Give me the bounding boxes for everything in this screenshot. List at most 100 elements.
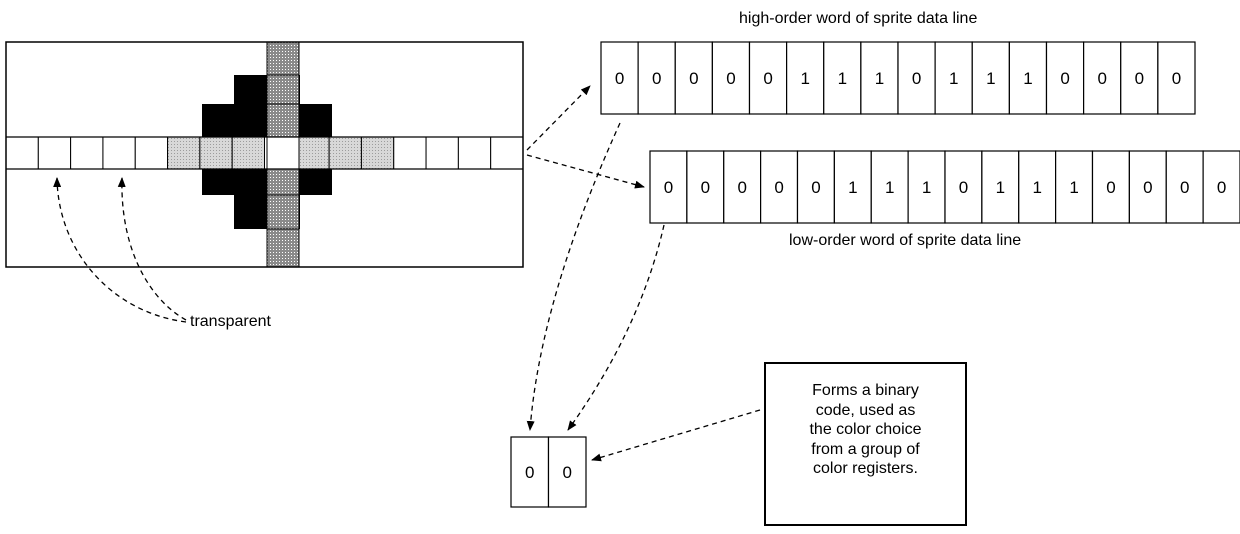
bit-cell bbox=[748, 41, 788, 115]
bit-value: 0 bbox=[726, 69, 735, 88]
color-code-note-box: Forms a binary code, used as the color c… bbox=[764, 362, 967, 526]
bit-cell bbox=[1083, 41, 1122, 115]
bit-cell bbox=[649, 150, 688, 224]
arrow-to-low-word bbox=[526, 154, 645, 189]
bit-value: 1 bbox=[848, 178, 857, 197]
bit-value: 1 bbox=[838, 69, 847, 88]
bit-value: 0 bbox=[652, 69, 661, 88]
arrow-note-to-result bbox=[591, 409, 761, 462]
sprite-row-cell bbox=[457, 136, 492, 170]
bit-cell bbox=[796, 150, 835, 224]
bit-cell bbox=[786, 41, 825, 115]
bit-cell bbox=[897, 41, 936, 115]
sprite-row-cell bbox=[490, 136, 524, 170]
bit-cell bbox=[1202, 150, 1240, 224]
sprite-row-cell bbox=[231, 136, 265, 170]
bit-cell bbox=[1120, 41, 1159, 115]
sprite-row-cell bbox=[360, 136, 395, 170]
bit-cell bbox=[760, 150, 799, 224]
bit-value: 1 bbox=[949, 69, 958, 88]
sprite-row-cell bbox=[37, 136, 72, 170]
bit-cell bbox=[1055, 150, 1094, 224]
bit-value: 0 bbox=[774, 178, 783, 197]
bit-value: 1 bbox=[1023, 69, 1032, 88]
bit-cell bbox=[674, 41, 713, 115]
bit-value: 1 bbox=[1069, 178, 1078, 197]
bit-value: 0 bbox=[1180, 178, 1189, 197]
bit-cell bbox=[1128, 150, 1167, 224]
bit-value: 0 bbox=[563, 463, 572, 482]
bit-value: 1 bbox=[885, 178, 894, 197]
bit-cell bbox=[723, 150, 762, 224]
stripe-cell-lines bbox=[267, 74, 299, 230]
sprite-row-cell bbox=[134, 136, 169, 170]
bit-cell bbox=[1157, 41, 1196, 115]
sprite-data-line-row bbox=[5, 136, 524, 170]
arrow-to-high-word bbox=[526, 85, 591, 151]
bit-value: 0 bbox=[525, 463, 534, 482]
arrow-transparent-1 bbox=[53, 177, 187, 323]
bit-value: 0 bbox=[1172, 69, 1181, 88]
bit-value: 1 bbox=[1032, 178, 1041, 197]
bit-value: 0 bbox=[1097, 69, 1106, 88]
bit-cell bbox=[600, 41, 639, 115]
bit-value: 1 bbox=[800, 69, 809, 88]
sprite-row-cell bbox=[70, 136, 104, 170]
bit-value: 0 bbox=[689, 69, 698, 88]
bit-value: 0 bbox=[1060, 69, 1069, 88]
bit-value: 0 bbox=[959, 178, 968, 197]
sprite-row-cell bbox=[167, 136, 201, 170]
low-order-word-label: low-order word of sprite data line bbox=[789, 232, 1022, 249]
bit-cell bbox=[547, 436, 587, 508]
sprite-row-cell bbox=[102, 136, 136, 170]
bit-cell bbox=[981, 150, 1020, 224]
bit-value: 0 bbox=[763, 69, 772, 88]
bit-cell bbox=[833, 150, 872, 224]
sprite-row-cell bbox=[328, 136, 362, 170]
bit-cell bbox=[907, 150, 946, 224]
bit-cell bbox=[711, 41, 751, 115]
bit-value: 0 bbox=[912, 69, 921, 88]
bit-value: 0 bbox=[737, 178, 746, 197]
transparent-label: transparent bbox=[190, 313, 271, 330]
sprite-row-cell bbox=[5, 136, 39, 170]
sprite-row-cell bbox=[393, 136, 427, 170]
color-code-note-text: Forms a binary code, used as the color c… bbox=[809, 382, 922, 477]
high-order-word: 0 0 0 0 0 1 1 1 0 1 1 1 0 0 0 0 bbox=[600, 41, 1196, 115]
bit-value: 1 bbox=[986, 69, 995, 88]
arrow-high-to-result bbox=[526, 122, 621, 431]
bit-cell bbox=[823, 41, 862, 115]
bit-value: 0 bbox=[1217, 178, 1226, 197]
bit-value: 0 bbox=[1106, 178, 1115, 197]
bit-value: 1 bbox=[996, 178, 1005, 197]
bit-value: 1 bbox=[875, 69, 884, 88]
sprite-row-cell bbox=[425, 136, 459, 170]
arrow-low-to-result bbox=[567, 224, 665, 431]
sprite-row-cell bbox=[199, 136, 233, 170]
sprite-row-cell bbox=[296, 136, 330, 170]
bit-cell bbox=[510, 436, 550, 508]
bit-value: 1 bbox=[922, 178, 931, 197]
bit-value: 0 bbox=[811, 178, 820, 197]
bit-cell bbox=[944, 150, 983, 224]
low-order-word: 0 0 0 0 0 1 1 1 0 1 1 1 0 0 0 0 bbox=[649, 150, 1240, 224]
bit-cell bbox=[1165, 150, 1204, 224]
bit-value: 0 bbox=[664, 178, 673, 197]
sprite-frame bbox=[5, 41, 524, 268]
bit-value: 0 bbox=[615, 69, 624, 88]
bit-value: 0 bbox=[701, 178, 710, 197]
bit-cell bbox=[637, 41, 676, 115]
bit-value: 0 bbox=[1143, 178, 1152, 197]
bit-cell bbox=[971, 41, 1010, 115]
sprite-center-pixel bbox=[266, 136, 300, 170]
high-order-word-label: high-order word of sprite data line bbox=[739, 10, 978, 27]
bit-cell bbox=[860, 41, 899, 115]
bit-cell bbox=[1045, 41, 1085, 115]
bit-cell bbox=[870, 150, 909, 224]
bit-value: 0 bbox=[1135, 69, 1144, 88]
arrow-transparent-2 bbox=[117, 177, 187, 321]
sprite-image bbox=[5, 41, 524, 268]
